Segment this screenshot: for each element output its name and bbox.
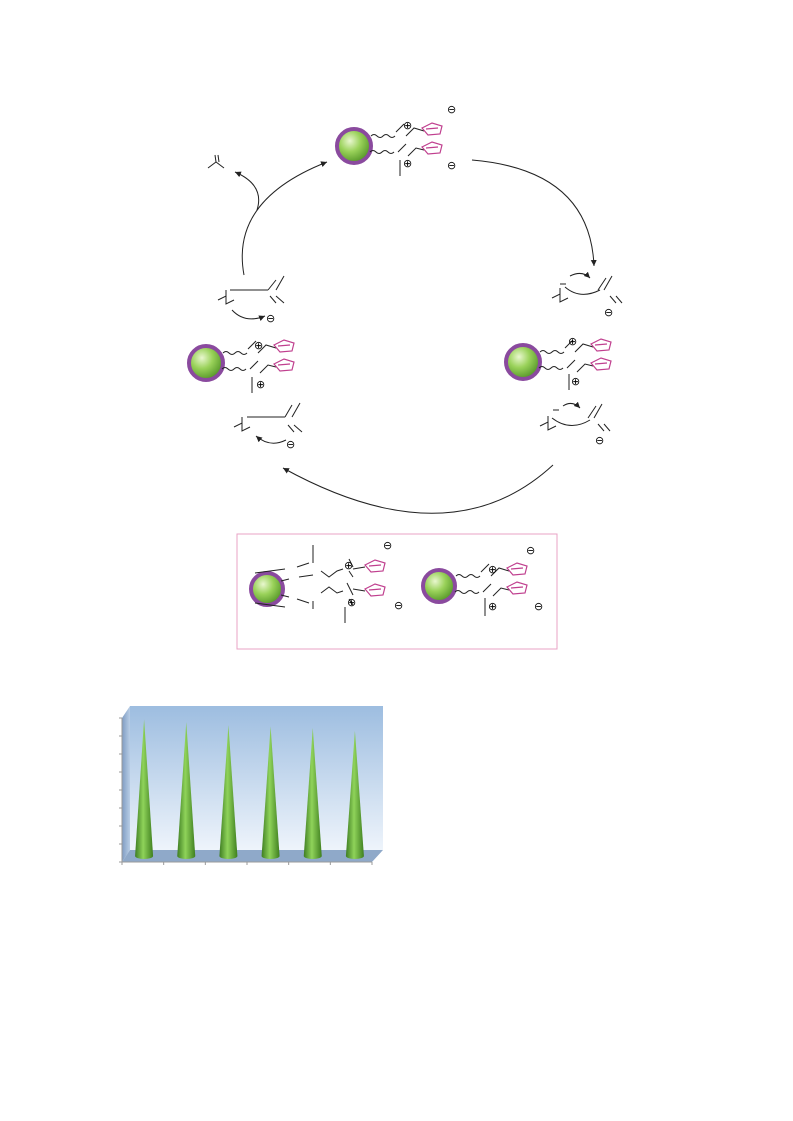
nanoparticle [421,568,457,604]
catalyst-panel-left: ⊕ ⊕ ⊖ ⊖ [249,539,403,623]
cation-symbol: ⊕ [568,335,577,348]
nanoparticle [504,343,542,381]
anion-symbol: ⊖ [604,306,613,319]
substrate-right-lower: ⊖ [539,401,611,447]
anion-symbol: ⊖ [286,438,295,451]
nanoparticle [249,571,285,607]
catalyst-panel-right: ⊕ ⊕ ⊖ ⊖ [421,544,543,616]
imidazolium-ring [590,338,612,352]
cone-bar [219,724,238,859]
recycling-chart [119,706,383,865]
x-ticks [121,862,373,865]
cation-symbol: ⊕ [256,378,265,391]
catalyst-panel [236,533,558,650]
linker [539,350,565,354]
anion-symbol: ⊖ [534,600,543,613]
arrow-top-right [471,159,597,267]
cation-symbol: ⊕ [403,157,412,170]
linker [221,367,247,371]
catalyst-top: ⊕ ⊕ ⊖ ⊖ [335,103,456,176]
cone-bar [345,730,364,859]
imidazolium-arm [397,143,425,157]
cation-symbol: ⊕ [344,559,353,572]
substrate-right-upper: ⊖ [551,271,623,319]
cone-bar [303,727,322,859]
cation-symbol: ⊕ [254,339,263,352]
imidazolium-ring [590,357,612,371]
imidazolium-ring [421,122,443,136]
linker [222,351,248,355]
cation-symbol: ⊕ [403,119,412,132]
anion-symbol: ⊖ [447,159,456,172]
linker [369,150,395,154]
cation-symbol: ⊕ [488,600,497,613]
cycle-arrows [234,159,597,514]
linker [538,366,564,370]
y-ticks [119,717,122,863]
cone-bar [135,719,154,859]
chart-floor [122,850,383,862]
anion-symbol: ⊖ [383,539,392,552]
substrate-left-upper: ⊖ [217,275,285,325]
chart-side-wall [122,706,130,862]
nanoparticle [187,344,225,382]
cation-symbol: ⊕ [488,563,497,576]
arrow-bottom [282,464,554,514]
imidazolium-ring [364,583,386,597]
cone-bars [135,719,364,859]
imidazolium-ring [506,562,528,576]
anion-symbol: ⊖ [447,103,456,116]
imidazolium-ring [273,339,295,353]
imidazolium-ring [506,581,528,595]
cation-symbol: ⊕ [571,375,580,388]
arrow-left [241,161,328,276]
anion-symbol: ⊖ [394,599,403,612]
arrow-product-release [234,171,260,211]
catalyst-right: ⊕ ⊕ [504,335,612,390]
imidazolium-ring [364,559,386,573]
cone-bar [261,726,280,859]
anion-symbol: ⊖ [526,544,535,557]
anion-symbol: ⊖ [266,312,275,325]
product-structure [207,154,225,169]
imidazolium-ring [273,358,295,372]
linker [370,134,396,138]
substrate-left-lower: ⊖ [233,402,303,451]
catalyst-left: ⊕ ⊕ [187,339,295,393]
chart-back-wall [130,706,383,850]
cation-symbol: ⊕ [347,596,356,609]
anion-symbol: ⊖ [595,434,604,447]
imidazolium-arm [395,123,425,137]
imidazolium-ring [421,141,443,155]
nanoparticle [335,127,373,165]
cone-bar [177,722,196,859]
